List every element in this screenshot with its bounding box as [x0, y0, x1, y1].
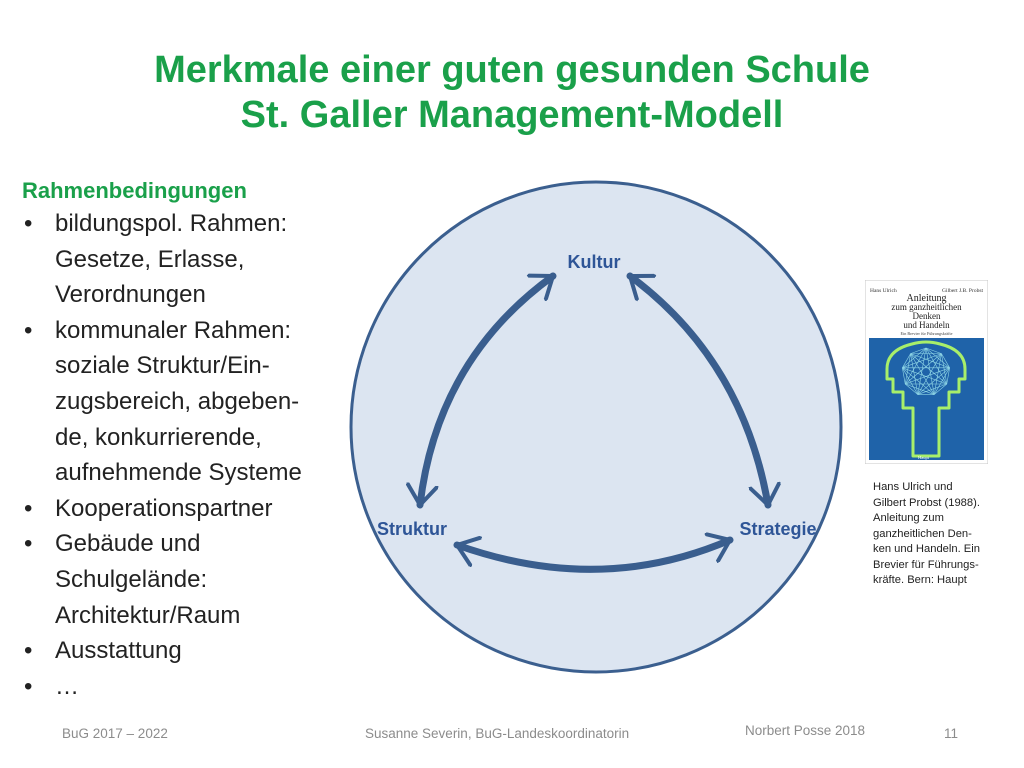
book-cover-artwork [869, 338, 984, 460]
network-line [917, 347, 927, 395]
network-line [910, 353, 935, 395]
bullet-item-line: … [55, 672, 79, 700]
network-line [934, 383, 947, 395]
bullet-item-line: Ausstattung [55, 637, 182, 665]
bullet-item-line: kommunaler Rahmen: [55, 316, 292, 344]
network-line [905, 383, 918, 395]
arrow-kultur-struktur [420, 272, 557, 509]
bullet-item-line: Gebäude und [55, 530, 201, 558]
footer-left: BuG 2017 – 2022 [62, 726, 168, 741]
caption-line: ken und Handeln. Ein [873, 543, 980, 555]
bullet-marker: • [24, 494, 33, 522]
caption-line: Brevier für Führungs- [873, 558, 979, 571]
bullet-item-line: aufnehmende Systeme [55, 459, 302, 487]
network-line [910, 347, 927, 354]
network-line [925, 347, 948, 385]
book-cover-title-line-3: Denken [913, 311, 941, 321]
bullet-marker: • [24, 530, 33, 558]
bullet-item: • bildungspol. Rahmen: Gesetze, Erlasse, Ve… [22, 206, 342, 313]
network-line [925, 347, 935, 395]
network-line [902, 367, 919, 395]
network-line [946, 367, 950, 385]
node-struktur-label: Struktur [377, 519, 447, 539]
bullet-item-line: Gesetze, Erlasse, [55, 245, 245, 273]
book-cover-title-line-2: zum ganzheitlichen [891, 302, 962, 312]
bullet-item: • kommunaler Rahmen: soziale Struktur/Ein-… [22, 313, 342, 491]
arrow-kultur-strategie [626, 272, 768, 509]
framework-conditions-heading: Rahmenbedingungen [22, 178, 247, 203]
network-line [933, 353, 942, 395]
bullet-item-line: zugsbereich, abgeben- [55, 387, 300, 415]
bullet-item-line: Architektur/Raum [55, 601, 241, 629]
bullet-item: •… [22, 669, 342, 705]
bullet-item: • Ausstattung [22, 633, 342, 669]
network-line [933, 367, 950, 395]
book-cover-title-line-4: und Handeln [903, 320, 950, 330]
network-line [902, 367, 906, 385]
network-line [910, 353, 950, 369]
head-silhouette-icon [885, 340, 967, 458]
network-line [917, 353, 942, 395]
caption-line: Anleitung zum [873, 512, 944, 524]
book-cover: Hans Ulrich Gilbert J.B. Probst Anleitun… [865, 280, 988, 464]
caption-line: kräfte. Bern: Haupt [873, 574, 967, 586]
framework-conditions-list: • bildungspol. Rahmen: Gesetze, Erlasse, Ve… [22, 206, 342, 704]
bullet-marker: • [24, 672, 33, 700]
book-cover-author-right: Gilbert J.B. Probst [942, 288, 983, 294]
network-line [904, 347, 927, 385]
bullet-item-line: Verordnungen [55, 281, 206, 309]
network-line [917, 383, 947, 395]
node-kultur-label: Kultur [568, 252, 621, 272]
caption-line: Gilbert Probst (1988). [873, 496, 980, 509]
bullet-item-line: soziale Struktur/Ein- [55, 352, 270, 380]
network-line [925, 347, 942, 354]
network-line [905, 353, 942, 385]
network-line [917, 367, 950, 395]
network-line [941, 353, 950, 368]
book-cover-publisher: Haupt [918, 455, 930, 460]
book-cover-title-line-1: Anleitung [907, 293, 947, 304]
bullet-marker: • [24, 637, 33, 665]
network-lines [902, 347, 950, 395]
network-line [910, 353, 947, 385]
network-line [905, 367, 950, 385]
slide-title-line-2: St. Galler Management-Modell [240, 94, 784, 136]
network-line [902, 367, 935, 395]
slide-title: Merkmale einer guten gesunden Schule St.… [0, 48, 1024, 138]
network-line [925, 347, 950, 369]
network-line [904, 353, 911, 385]
book-cover-author-left: Hans Ulrich [870, 288, 897, 294]
bullet-marker: • [24, 316, 33, 344]
network-line [902, 353, 911, 368]
network-line [941, 353, 948, 385]
bullet-item: • Kooperationspartner [22, 491, 342, 527]
slide-title-line-1: Merkmale einer guten gesunden Schule [154, 49, 870, 91]
footer-center: Susanne Severin, BuG-Landeskoordinatorin [365, 726, 630, 741]
bullet-marker: • [24, 210, 33, 237]
footer-author: Norbert Posse 2018 [745, 723, 866, 738]
network-line [905, 383, 935, 395]
arrow-struktur-strategie [453, 540, 734, 573]
network-line [902, 353, 942, 369]
bullet-item-line: Schulgelände: [55, 565, 208, 593]
caption-line: ganzheitlichen Den- [873, 527, 972, 540]
network-line [902, 347, 927, 369]
network-line [910, 353, 919, 395]
book-cover-subtitle: Ein Brevier für Führungskräfte [901, 331, 953, 336]
bullet-item-line: Kooperationspartner [55, 494, 273, 522]
network-line [902, 367, 947, 385]
slide-number: 11 [944, 726, 959, 741]
bullet-item-line: bildungspol. Rahmen: [55, 210, 288, 237]
bullet-item-line: de, konkurrierende, [55, 423, 262, 451]
node-strategie-label: Strategie [739, 519, 816, 539]
caption-line: Hans Ulrich und [873, 481, 953, 493]
framework-conditions-panel: Rahmenbedingungen • bildungspol. Rahmen: G… [22, 176, 342, 704]
